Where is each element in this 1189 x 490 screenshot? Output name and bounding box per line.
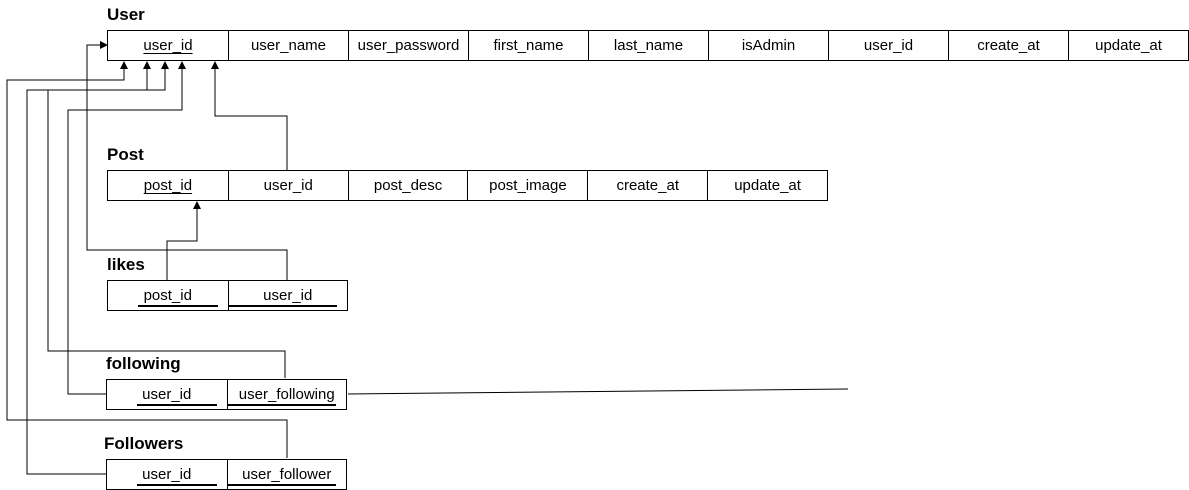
likes-table-title: likes [107, 255, 145, 274]
post-col-post-image: post_image [467, 171, 587, 200]
user-col-user-password: user_password [348, 31, 468, 60]
user-col-user-id-pk: user_id [143, 37, 193, 54]
followers-col-user-follower: user_follower [226, 460, 347, 489]
followers-table[interactable]: user_id user_follower [106, 459, 347, 490]
post-col-user-id: user_id [227, 171, 348, 200]
followers-col-user-follower-label: user_follower [242, 466, 332, 483]
user-col-create-at: create_at [948, 31, 1068, 60]
likes-col-user-id-label: user_id [263, 287, 313, 304]
post-user-fk-line [211, 61, 288, 170]
following-col-user-following-label: user_following [238, 386, 335, 403]
user-col-is-admin: isAdmin [708, 31, 828, 60]
user-col-last-name: last_name [588, 31, 708, 60]
followers-user-fk-line [26, 61, 151, 475]
following-col-user-id-label: user_id [142, 386, 192, 403]
followers-composite-key-bar-2 [227, 484, 336, 486]
following-composite-key-bar-2 [227, 404, 336, 406]
followers-composite-key-bar [137, 484, 217, 486]
likes-col-user-id: user_id [227, 281, 348, 310]
likes-post-fk-line [166, 201, 201, 280]
following-user-fk-line [67, 61, 186, 395]
following-table[interactable]: user_id user_following [106, 379, 347, 410]
user-table-title: User [107, 5, 145, 24]
following-composite-key-bar [137, 404, 217, 406]
followers-table-title: Followers [104, 434, 184, 453]
followers-col-user-id-label: user_id [142, 466, 192, 483]
user-col-user-name: user_name [228, 31, 348, 60]
likes-composite-key-bar [138, 305, 218, 307]
user-col-first-name: first_name [468, 31, 588, 60]
user-col-user-id: user_id [828, 31, 948, 60]
following-col-user-id: user_id [107, 380, 227, 409]
followers-target-fk-line [6, 61, 288, 458]
following-col-user-following: user_following [226, 380, 347, 409]
post-col-update-at: update_at [707, 171, 827, 200]
likes-col-post-id: post_id [108, 281, 228, 310]
likes-user-fk-line [86, 41, 288, 280]
user-table[interactable]: user_id user_name user_password first_na… [107, 30, 1189, 61]
user-col-update-at: update_at [1068, 31, 1188, 60]
post-table[interactable]: post_id user_id post_desc post_image cre… [107, 170, 828, 201]
following-table-title: following [106, 354, 181, 373]
likes-col-post-id-label: post_id [143, 287, 192, 304]
post-col-post-id-pk: post_id [143, 177, 193, 194]
following-target-fk-line [47, 61, 286, 378]
post-col-create-at: create_at [587, 171, 707, 200]
followers-col-user-id: user_id [107, 460, 227, 489]
stray-line [347, 388, 849, 395]
post-col-post-desc: post_desc [347, 171, 468, 200]
post-table-title: Post [107, 145, 144, 164]
likes-table[interactable]: post_id user_id [107, 280, 348, 311]
likes-composite-key-bar-2 [228, 305, 337, 307]
